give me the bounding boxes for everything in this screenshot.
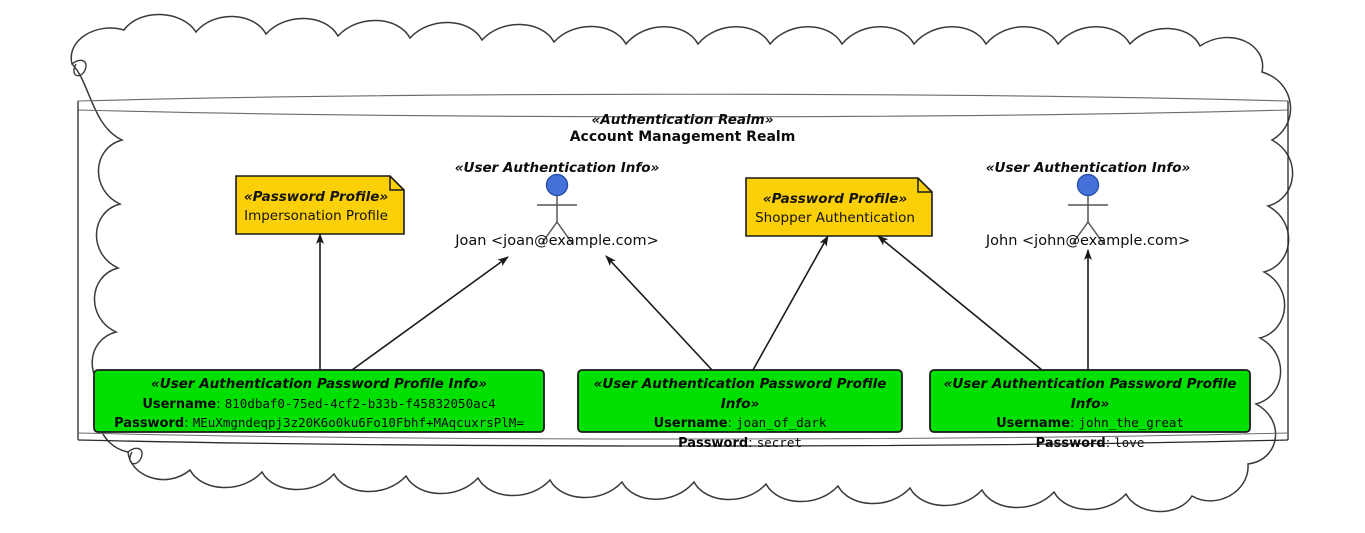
object-impersonation-credentials-text: «User Authentication Password Profile In… [94,375,544,434]
field-value: 810dbaf0-75ed-4cf2-b33b-f45832050ac4 [224,395,496,411]
object-stereotype: «User Authentication Password Profile In… [150,376,488,392]
actor-john-stereotype: «User Authentication Info» [985,160,1191,176]
field-value: joan_of_dark [736,415,827,430]
realm-stereotype: «Authentication Realm» [591,112,774,128]
field-value: john_the_great [1078,415,1184,430]
cloud-boundary [70,13,1294,513]
link-joan-credentials-to-shopper-authentication [752,235,829,371]
field-key: Username [142,396,217,412]
object-john-credentials-text: «User Authentication Password Profile In… [930,375,1250,453]
page-title: Account Management Realm [569,129,796,145]
realm-container [77,93,1289,447]
actor-head-icon [1076,173,1100,197]
actor-joan-label: Joan <joan@example.com> [455,233,659,249]
object-stereotype: «User Authentication Password Profile In… [593,376,887,412]
note-name: Impersonation Profile [244,208,388,224]
object-field-password: Password: secret [578,434,902,454]
note-stereotype: «Password Profile» [243,189,389,205]
actor-john[interactable] [1068,173,1108,244]
field-sep: : [1070,416,1079,431]
actor-joan-stereotype: «User Authentication Info» [454,160,660,176]
link-impersonation-credentials-to-joan [351,256,509,371]
actor-head-icon [545,173,569,197]
note-shopper-authentication-text: «Password Profile» Shopper Authenticatio… [746,190,924,228]
object-box-john-credentials[interactable] [929,369,1251,433]
links [316,233,1092,371]
field-key: Password [678,435,749,451]
object-field-username: Username: joan_of_dark [578,414,902,434]
field-sep: : [748,435,757,451]
note-shopper-authentication[interactable] [745,177,933,237]
object-box-impersonation-credentials[interactable] [93,369,545,433]
field-key: Password [1035,435,1106,451]
field-value: secret [756,434,802,450]
actor-joan[interactable] [537,173,577,244]
object-box-joan-credentials[interactable] [577,369,903,433]
note-impersonation-profile[interactable] [235,175,405,235]
object-field-password: Password: MEuXmgndeqpj3z20K6o0ku6Fo10Fbh… [94,414,544,434]
field-value: MEuXmgndeqpj3z20K6o0ku6Fo10Fbhf+MAqcuxrs… [192,415,524,430]
object-field-password: Password: love [930,434,1250,454]
field-value: love [1114,434,1145,450]
object-field-username: Username: john_the_great [930,414,1250,434]
field-key: Password [114,416,185,431]
field-sep: : [216,396,225,412]
field-key: Username [996,416,1071,431]
actor-john-label: John <john@example.com> [985,233,1191,249]
field-sep: : [727,416,737,431]
note-name: Shopper Authentication [755,210,915,226]
object-joan-credentials-text: «User Authentication Password Profile In… [578,375,902,453]
object-stereotype: «User Authentication Password Profile In… [943,376,1237,412]
field-sep: : [184,416,193,431]
object-field-username: Username: 810dbaf0-75ed-4cf2-b33b-f45832… [94,395,544,415]
link-joan-credentials-to-joan [605,255,713,371]
note-impersonation-profile-text: «Password Profile» Impersonation Profile [236,188,396,226]
link-john-credentials-to-shopper-authentication [877,235,1043,371]
field-sep: : [1105,435,1115,451]
note-stereotype: «Password Profile» [762,191,908,207]
field-key: Username [653,416,728,431]
